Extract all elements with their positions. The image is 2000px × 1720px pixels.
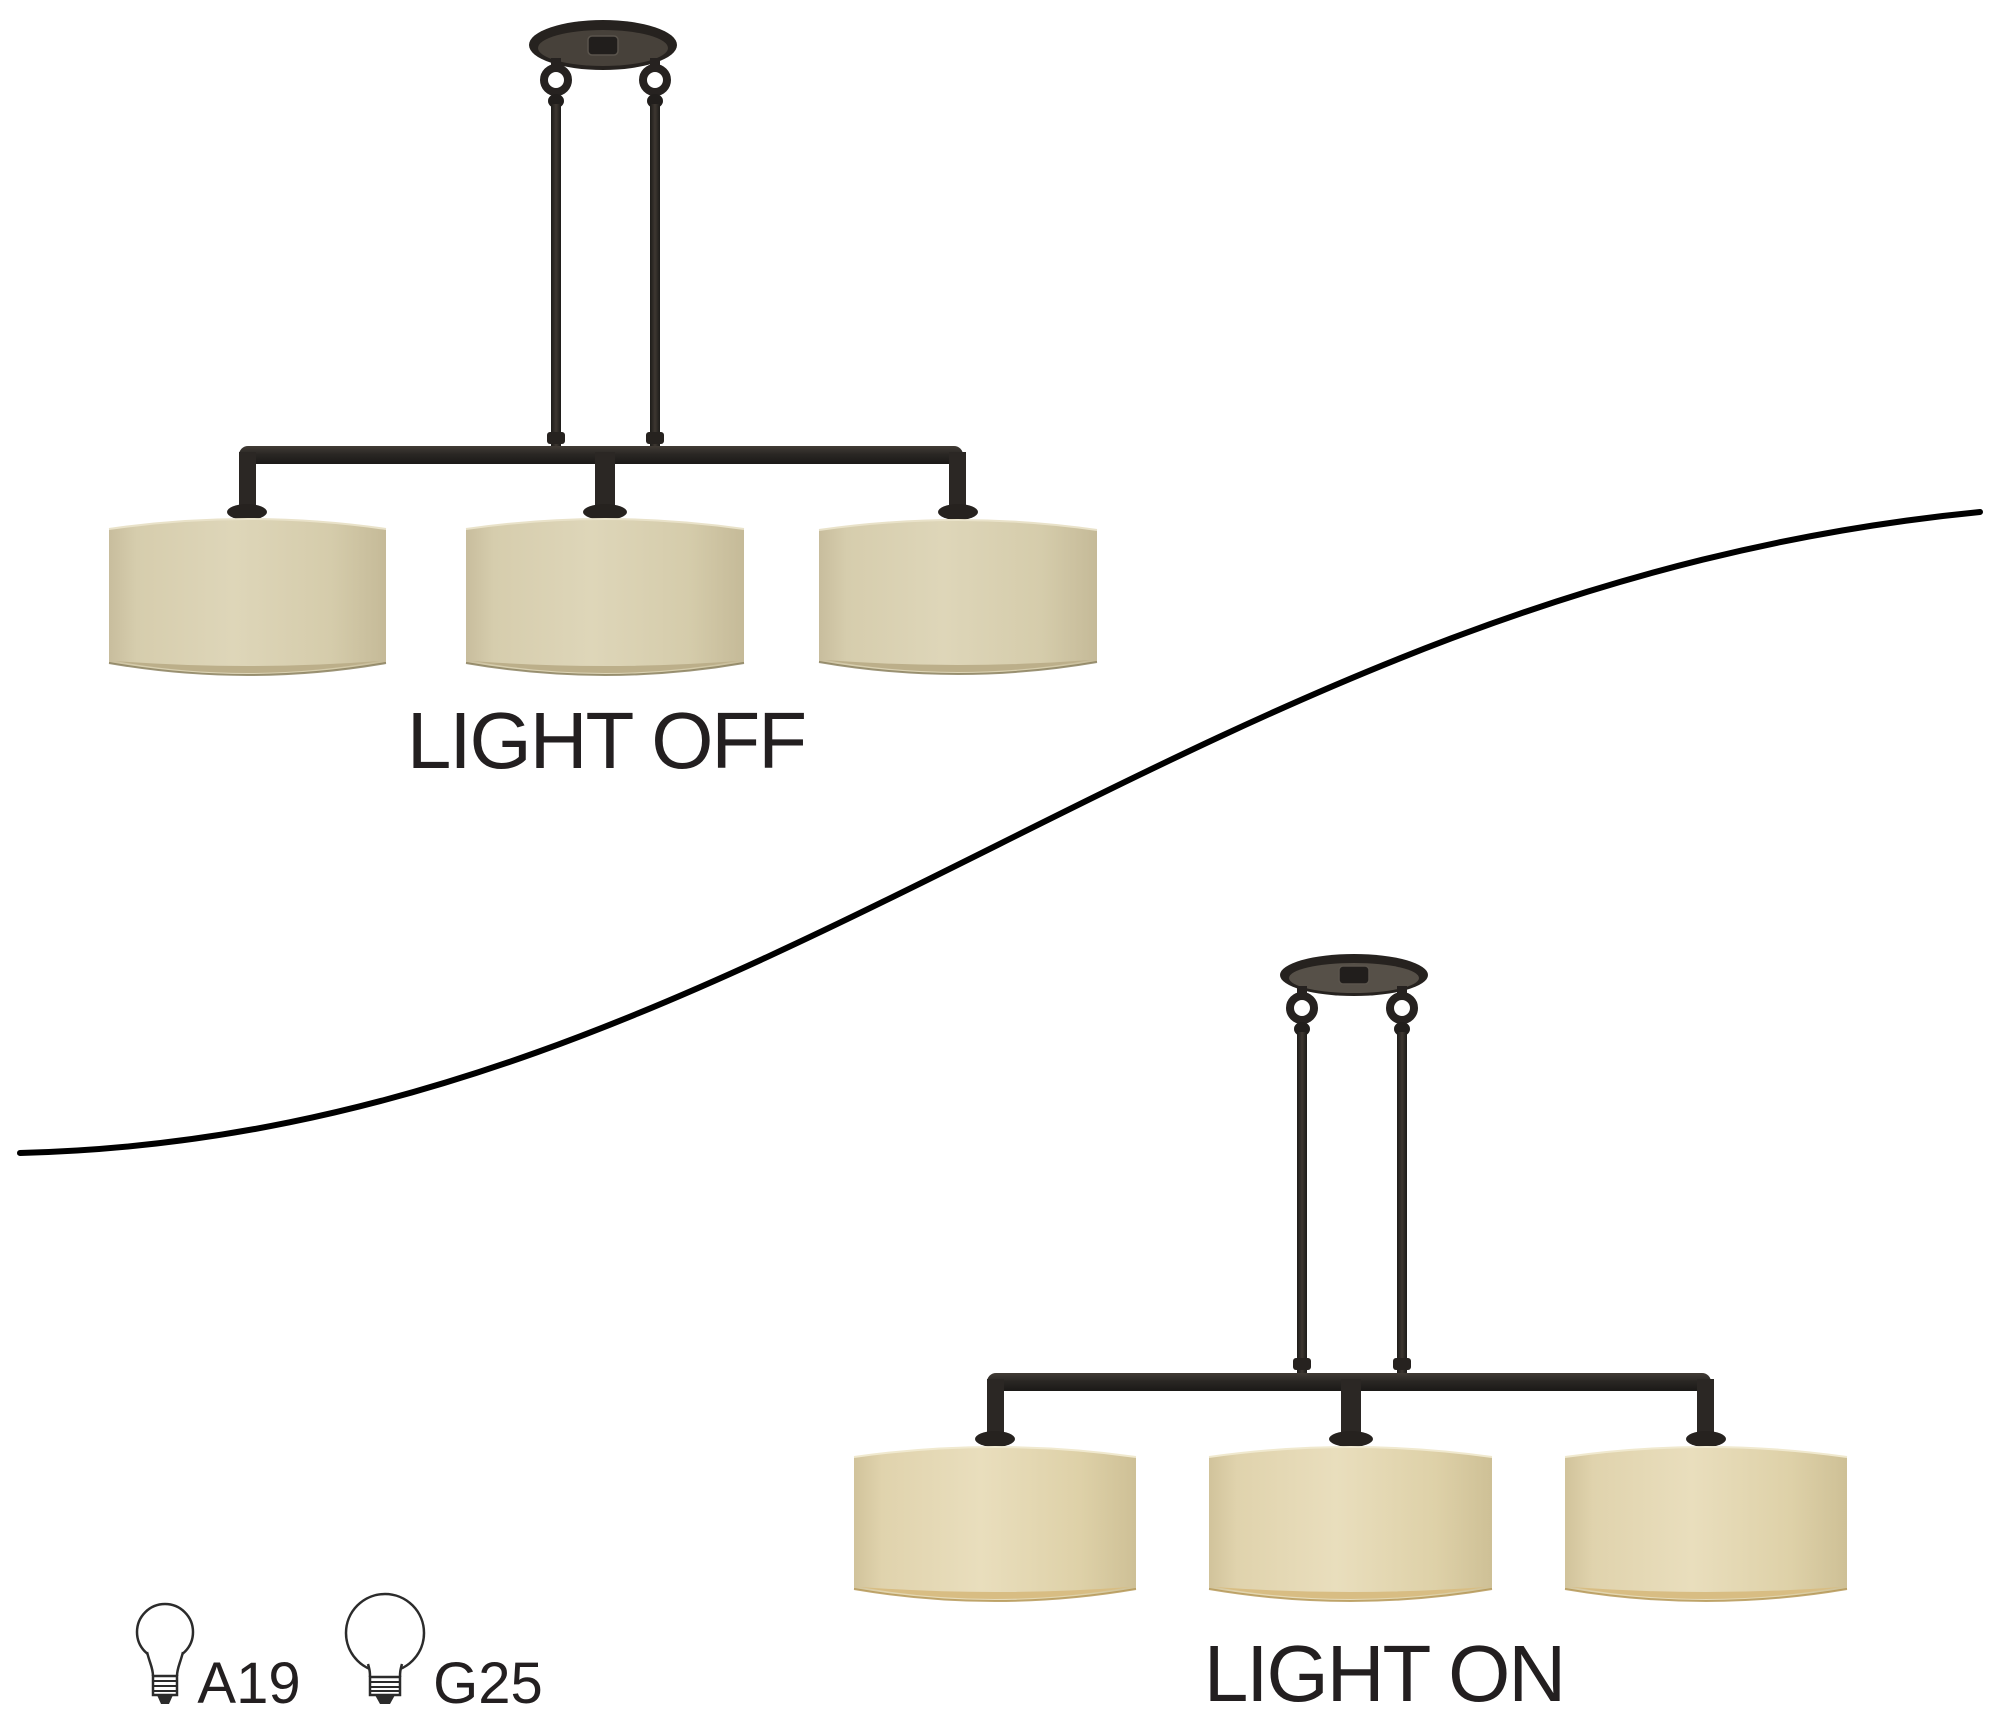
stem-flange [938,504,978,520]
bulb-contact-tip [157,1695,173,1704]
shade-bottom-glow [1571,1587,1841,1599]
shade-top-rim [108,518,387,530]
rod-collar [1293,1358,1311,1370]
stem [595,452,615,514]
stem-flange [1686,1431,1726,1447]
bulb-globe [344,1592,426,1674]
shade-bottom-rim [853,1588,1137,1602]
stem [987,1379,1004,1441]
diagonal-divider-line [17,509,1983,1156]
shade-top-rim [465,518,745,530]
down-rod [650,104,660,450]
hanger-rod-right [639,58,671,450]
rod-collar [646,432,664,444]
drum-shade-lit [1564,1446,1848,1602]
shade-stem-right [1686,1379,1726,1447]
shade-body [854,1447,1136,1601]
a19-bulb-label: A19 [197,1651,301,1716]
rod-collar [547,432,565,444]
a19-standard-bulb-icon [135,1602,195,1704]
shade-bottom-rim [1208,1588,1493,1602]
shade-body [1209,1447,1492,1601]
hanger-rod-right [1386,986,1418,1375]
stem-flange [227,504,267,520]
bulb-neck [368,1661,402,1677]
hanger-rod-left [1286,986,1318,1375]
stem [239,452,256,514]
shade-bottom-rim [1564,1588,1848,1602]
g25-bulb-label: G25 [433,1651,543,1716]
shade-top-rim [853,1446,1137,1458]
shade-body [819,520,1097,674]
pendant-fixture-off [108,20,1098,676]
g25-globe-bulb-icon [344,1592,426,1704]
bulb-neck-outline [145,1651,185,1677]
hanger-rod-left [540,58,572,450]
shade-body [109,519,386,675]
drum-shade-unlit [818,519,1098,675]
shade-top-rim [1208,1446,1493,1458]
drum-shade-unlit [108,518,387,676]
drum-shade-unlit [465,518,745,676]
chain-link-icon [1286,992,1318,1024]
down-rod [1397,1032,1407,1375]
bulb-neck [147,1648,183,1676]
chain-link-icon [1386,992,1418,1024]
shade-bottom-rim [108,662,387,676]
shade-stem-left [975,1379,1015,1447]
shade-stem-center [1329,1379,1373,1447]
canopy-center-nub [587,35,619,56]
shade-bottom-opening [115,661,380,673]
stem-flange [583,504,627,520]
shade-bottom-opening [825,660,1091,672]
shade-stem-left [227,452,267,520]
shade-top-rim [818,519,1098,531]
chain-link-icon [639,64,671,96]
stem-flange [975,1431,1015,1447]
shade-stem-right [938,452,978,520]
chain-link-icon [540,64,572,96]
drum-shade-lit [853,1446,1137,1602]
shade-body [1565,1447,1847,1601]
rod-collar [1393,1358,1411,1370]
stem [1341,1379,1361,1441]
shade-bottom-rim [818,661,1098,675]
shade-bottom-glow [1215,1587,1486,1599]
down-rod [1297,1032,1307,1375]
stem [1697,1379,1714,1441]
stem-flange [1329,1431,1373,1447]
shade-body [466,519,744,675]
screw-threads [370,1681,400,1692]
shade-bottom-opening [472,661,738,673]
shade-stem-center [583,452,627,520]
light-on-label: LIGHT ON [1203,1629,1566,1718]
shade-bottom-glow [860,1587,1130,1599]
shade-bottom-rim [465,662,745,676]
screw-threads [153,1680,177,1692]
shade-top-rim [1564,1446,1848,1458]
pendant-fixture-on [853,954,1848,1602]
light-off-label: LIGHT OFF [406,696,807,785]
drum-shade-lit [1208,1446,1493,1602]
bulb-contact-tip [375,1695,395,1704]
stem [949,452,966,514]
canopy-center-nub [1338,965,1370,985]
down-rod [551,104,561,450]
